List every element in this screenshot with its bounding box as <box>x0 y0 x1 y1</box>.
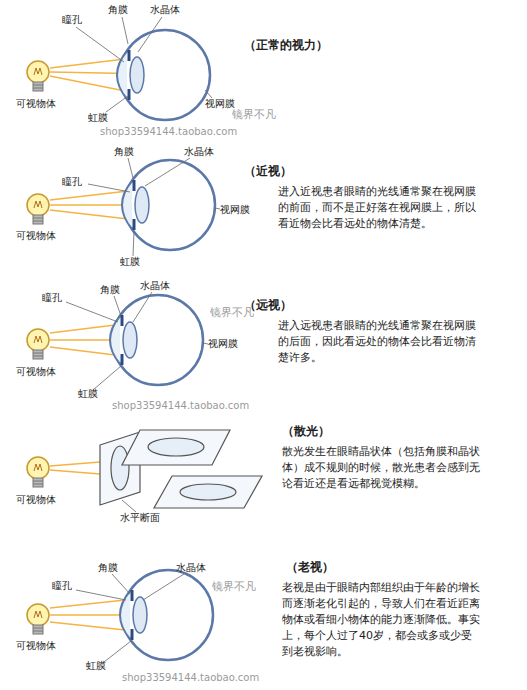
description-text: 进入近视患者眼睛的光线通常聚在视网膜的前面，而不是正好落在视网膜上，所以看近物会… <box>278 184 478 232</box>
part-label: 虹膜 <box>120 256 140 268</box>
part-label: 角膜 <box>98 562 118 574</box>
section-heading: （老视） <box>286 560 334 574</box>
watermark: 镜界不凡 <box>232 108 276 121</box>
part-label: 水晶体 <box>150 4 180 16</box>
part-label: 水晶体 <box>140 280 170 292</box>
part-label: 瞳孔 <box>62 14 82 26</box>
part-label: 角膜 <box>114 146 134 158</box>
part-label: 视网膜 <box>205 98 235 110</box>
part-label: 瞳孔 <box>52 580 72 592</box>
part-label: 虹膜 <box>86 660 106 672</box>
object-label: 可视物体 <box>16 640 56 652</box>
section-heading: （散光） <box>282 424 330 438</box>
description-text: 进入远视患者眼睛的光线通常聚在视网膜的后面，因此看远处的物体会比看近物清楚许多。 <box>278 318 478 366</box>
object-label: 可视物体 <box>16 366 56 378</box>
part-label: 视网膜 <box>208 338 238 350</box>
part-label: 角膜 <box>100 284 120 296</box>
description-text: 散光发生在眼睛晶状体（包括角膜和晶状体）成不规则的时候，散光患者会感到无论看近还… <box>282 444 482 492</box>
object-label: 可视物体 <box>16 494 56 506</box>
object-label: 可视物体 <box>16 230 56 242</box>
watermark: shop33594144.taobao.com <box>112 400 249 412</box>
section-plane-label: 水平断面 <box>120 512 160 524</box>
watermark: 镜界不凡 <box>210 306 254 319</box>
part-label: 视网膜 <box>220 204 250 216</box>
part-label: 瞳孔 <box>42 292 62 304</box>
part-label: 虹膜 <box>78 388 98 400</box>
description-text: 老视是由于眼睛内部组织由于年龄的增长而逐渐老化引起的，导致人们在看近距离物体或看… <box>282 580 482 660</box>
watermark: shop33594144.taobao.com <box>122 672 259 684</box>
part-label: 虹膜 <box>88 112 108 124</box>
watermark: shop33594144.taobao.com <box>100 126 237 138</box>
part-label: 瞳孔 <box>62 176 82 188</box>
part-label: 水晶体 <box>176 562 206 574</box>
part-label: 水晶体 <box>184 146 214 158</box>
section-heading: （近视） <box>244 164 292 178</box>
section-heading: （正常的视力） <box>244 38 328 52</box>
watermark: 镜界不凡 <box>212 580 256 593</box>
part-label: 角膜 <box>108 4 128 16</box>
object-label: 可视物体 <box>16 98 56 110</box>
